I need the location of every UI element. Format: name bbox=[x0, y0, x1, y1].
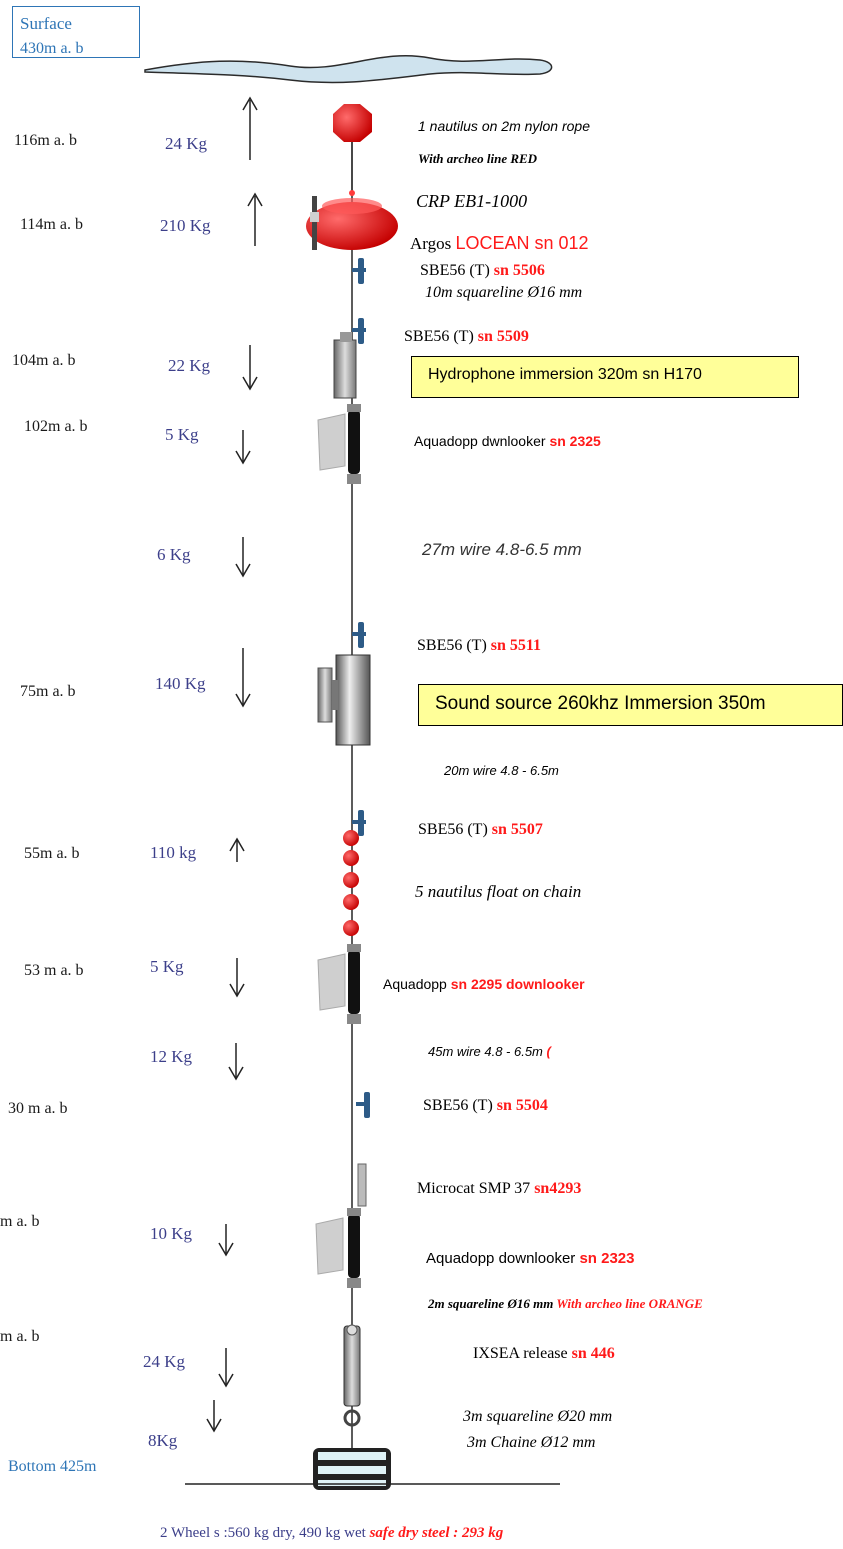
label-sbe-5504: SBE56 (T) sn 5504 bbox=[423, 1097, 548, 1114]
depth-30: 30 m a. b bbox=[8, 1100, 68, 1117]
argos-id: LOCEAN sn 012 bbox=[455, 233, 589, 253]
depth-102: 102m a. b bbox=[24, 418, 88, 435]
depth-55: 55m a. b bbox=[24, 845, 80, 862]
weight-210: 210 Kg bbox=[160, 216, 211, 235]
label-aquadopp-2323: Aquadopp downlooker sn 2323 bbox=[426, 1250, 635, 1267]
weight-110: 110 kg bbox=[150, 843, 197, 862]
ixsea-release-body bbox=[343, 1325, 361, 1407]
depth-7: 7m a. b bbox=[0, 1213, 40, 1230]
weight-12: 12 Kg bbox=[150, 1047, 193, 1066]
sbe56-5506-sensor bbox=[352, 258, 366, 284]
label-squareline-3m: 3m squareline Ø20 mm bbox=[463, 1408, 613, 1425]
sbe-5509-sn: sn 5509 bbox=[477, 328, 529, 345]
aquadopp-2295 bbox=[317, 944, 361, 1024]
label-nautilus: 1 nautilus on 2m nylon rope bbox=[418, 118, 590, 134]
sbe-5511-sn: sn 5511 bbox=[490, 637, 542, 654]
weight-5-mid: 5 Kg bbox=[150, 957, 184, 976]
label-crp: CRP EB1-1000 bbox=[416, 191, 528, 211]
sbe-5506-sn: sn 5506 bbox=[493, 262, 545, 279]
depth-75: 75m a. b bbox=[20, 683, 76, 700]
safe-steel: safe dry steel : 293 kg bbox=[369, 1525, 504, 1541]
hydrophone-body bbox=[333, 339, 357, 399]
microcat-body bbox=[357, 1163, 367, 1207]
depth-53: 53 m a. b bbox=[24, 962, 84, 979]
sbe-5507-sn: sn 5507 bbox=[491, 821, 543, 838]
ixsea-sn: sn 446 bbox=[571, 1345, 615, 1362]
surface-depth: 430m a. b bbox=[20, 40, 84, 57]
hydrophone-box: Hydrophone immersion 320m sn H170 bbox=[411, 356, 799, 398]
label-wire-27m: 27m wire 4.8-6.5 mm bbox=[422, 540, 582, 559]
aquadopp-2325-sn: sn 2325 bbox=[549, 433, 601, 449]
label-squareline-2m: 2m squareline Ø16 mm With archeo line OR… bbox=[428, 1296, 703, 1311]
sbe-5504-sn: sn 5504 bbox=[496, 1097, 548, 1114]
label-nautilus-chain: 5 nautilus float on chain bbox=[415, 882, 582, 901]
label-aquadopp-2325: Aquadopp dwnlooker sn 2325 bbox=[414, 433, 601, 449]
nautilus-chain-floats bbox=[343, 830, 359, 936]
weight-8: 8Kg bbox=[148, 1431, 178, 1450]
label-wheels: 2 Wheel s :560 kg dry, 490 kg wet safe d… bbox=[160, 1525, 504, 1541]
weight-6: 6 Kg bbox=[157, 545, 191, 564]
depth-116: 116m a. b bbox=[14, 132, 77, 149]
sbe56-5511-sensor bbox=[352, 622, 366, 648]
microcat-sn: sn4293 bbox=[534, 1180, 582, 1197]
weight-5-top: 5 Kg bbox=[165, 425, 199, 444]
label-squareline-10m: 10m squareline Ø16 mm bbox=[425, 284, 583, 301]
label-sbe-5506: SBE56 (T) sn 5506 bbox=[420, 262, 545, 279]
weight-10: 10 Kg bbox=[150, 1224, 193, 1243]
label-sbe-5509: SBE56 (T) sn 5509 bbox=[404, 328, 529, 345]
sbe56-5507-sensor bbox=[352, 810, 366, 836]
weight-24-bottom: 24 Kg bbox=[143, 1352, 186, 1371]
archeo-orange: With archeo line ORANGE bbox=[556, 1296, 703, 1311]
crp-buoy bbox=[306, 202, 398, 250]
bottom-label: Bottom 425m bbox=[8, 1458, 97, 1475]
aquadopp-2295-sn: sn 2295 downlooker bbox=[450, 976, 585, 992]
sound-source-body bbox=[335, 654, 371, 746]
weight-24-top: 24 Kg bbox=[165, 134, 208, 153]
water-surface bbox=[144, 54, 553, 84]
weight-140: 140 Kg bbox=[155, 674, 206, 693]
aquadopp-2323-sn: sn 2323 bbox=[579, 1250, 635, 1267]
label-archeo-red: With archeo line RED bbox=[418, 151, 538, 166]
label-argos: Argos LOCEAN sn 012 bbox=[410, 233, 589, 253]
label-wire-45m: 45m wire 4.8 - 6.5m ( bbox=[428, 1044, 551, 1059]
label-ixsea: IXSEA release sn 446 bbox=[473, 1345, 615, 1362]
aquadopp-2325 bbox=[317, 404, 361, 484]
anchor-wheels bbox=[313, 1448, 391, 1490]
depth-114: 114m a. b bbox=[20, 216, 83, 233]
surface-label: Surface bbox=[20, 14, 72, 33]
sound-source-box: Sound source 260khz Immersion 350m bbox=[418, 684, 843, 726]
sbe56-5509-sensor bbox=[352, 318, 366, 344]
buoyancy-arrows bbox=[206, 96, 263, 1433]
depth-5: m a. b bbox=[0, 1328, 40, 1345]
label-sbe-5511: SBE56 (T) sn 5511 bbox=[417, 637, 542, 654]
nautilus-float-top bbox=[333, 104, 372, 142]
weight-22: 22 Kg bbox=[168, 356, 211, 375]
surface-box bbox=[12, 6, 140, 58]
sbe56-5504-sensor bbox=[356, 1092, 370, 1118]
wire-45m-mark: ( bbox=[546, 1044, 551, 1059]
label-wire-20m: 20m wire 4.8 - 6.5m bbox=[444, 763, 559, 778]
argos-antenna bbox=[312, 196, 317, 250]
label-chaine-3m: 3m Chaine Ø12 mm bbox=[467, 1434, 596, 1451]
aquadopp-2323 bbox=[315, 1208, 361, 1288]
label-microcat: Microcat SMP 37 sn4293 bbox=[417, 1180, 582, 1197]
label-sbe-5507: SBE56 (T) sn 5507 bbox=[418, 821, 543, 838]
depth-104: 104m a. b bbox=[12, 352, 76, 369]
label-aquadopp-2295: Aquadopp sn 2295 downlooker bbox=[383, 976, 585, 992]
